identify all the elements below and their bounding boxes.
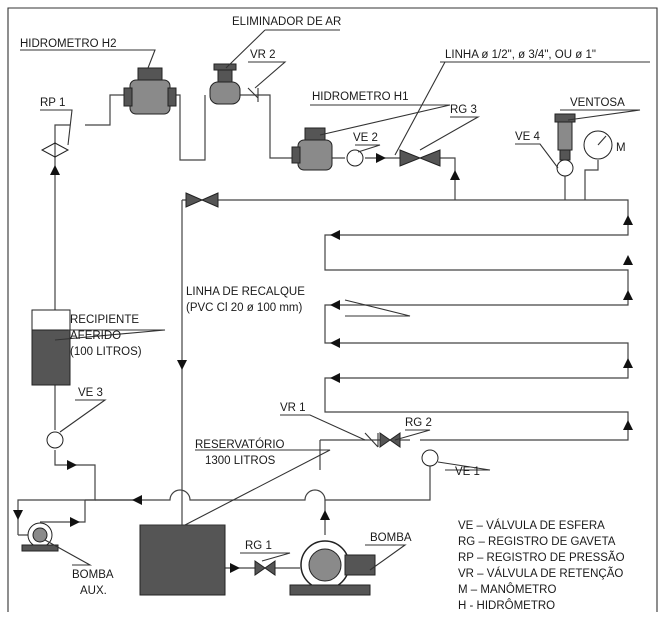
hidrometro-h2-icon — [123, 67, 177, 115]
leader-lines — [20, 29, 650, 571]
rg3-gate-valve-icon — [399, 149, 441, 167]
label-hidrometro-h2: HIDROMETRO H2 — [20, 38, 116, 50]
label-rg2: RG 2 — [405, 417, 432, 429]
label-linha-recalque-1: LINHA DE RECALQUE — [186, 286, 305, 298]
label-hidrometro-h1: HIDROMETRO H1 — [312, 91, 408, 103]
label-rp1: RP 1 — [40, 97, 65, 109]
label-ve4: VE 4 — [515, 131, 541, 143]
manometro-icon — [583, 130, 613, 160]
legend-item: H - HIDRÔMETRO — [458, 599, 555, 612]
ve2-ball-valve-icon — [346, 149, 364, 167]
legend-item: VR – VÁLVULA DE RETENÇÃO — [458, 567, 623, 580]
vr2-check-valve-icon — [247, 87, 259, 102]
label-ve1: VE 1 — [455, 466, 480, 478]
rp1-valve-icon — [40, 142, 70, 158]
legend: VE – VÁLVULA DE ESFERA RG – REGISTRO DE … — [458, 519, 625, 612]
legend-item: M – MANÔMETRO — [458, 583, 556, 596]
label-bomba-aux-2: AUX. — [80, 585, 107, 597]
label-vr1: VR 1 — [280, 402, 306, 414]
label-recipiente-2: AFERIDO — [70, 330, 121, 342]
flow-arrows — [13, 153, 633, 573]
bomba-aux-icon — [21, 522, 59, 552]
legend-item: RP – REGISTRO DE PRESSÃO — [458, 551, 625, 564]
label-recipiente-1: RECIPIENTE — [70, 314, 139, 326]
legend-item: RG – REGISTRO DE GAVETA — [458, 536, 616, 548]
hidrometro-h1-icon — [291, 127, 333, 171]
label-m: M — [616, 142, 626, 154]
ventosa-icon — [554, 113, 576, 161]
frame — [7, 7, 658, 612]
reservatorio-icon — [139, 524, 226, 596]
ve4-ball-valve-icon — [556, 159, 574, 177]
recipiente-aferido-icon — [31, 309, 71, 386]
label-bomba: BOMBA — [370, 532, 412, 544]
bomba-icon — [289, 540, 376, 596]
label-ve3: VE 3 — [78, 387, 103, 399]
header-gate-valve-icon — [185, 192, 219, 208]
label-linha: LINHA ø 1/2", ø 3/4", OU ø 1" — [445, 49, 596, 61]
label-ve2: VE 2 — [353, 132, 378, 144]
rg1-gate-valve-icon — [254, 560, 276, 576]
label-recipiente-3: (100 LITROS) — [70, 346, 142, 358]
ve1-ball-valve-icon — [421, 449, 439, 467]
label-reservatorio-1: RESERVATÓRIO — [195, 438, 285, 451]
label-rg3: RG 3 — [450, 104, 477, 116]
label-eliminador: ELIMINADOR DE AR — [232, 16, 341, 28]
label-bomba-aux-1: BOMBA — [72, 569, 114, 581]
eliminador-de-ar-icon — [209, 63, 241, 105]
label-vr2: VR 2 — [250, 49, 276, 61]
legend-item: VE – VÁLVULA DE ESFERA — [458, 519, 605, 532]
label-reservatorio-2: 1300 LITROS — [205, 455, 276, 467]
label-rg1: RG 1 — [245, 540, 272, 552]
ve3-ball-valve-icon — [46, 431, 64, 449]
vr1-check-valve-icon — [364, 432, 379, 448]
label-linha-recalque-2: (PVC Cl 20 ø 100 mm) — [186, 302, 302, 314]
label-ventosa: VENTOSA — [570, 97, 625, 109]
